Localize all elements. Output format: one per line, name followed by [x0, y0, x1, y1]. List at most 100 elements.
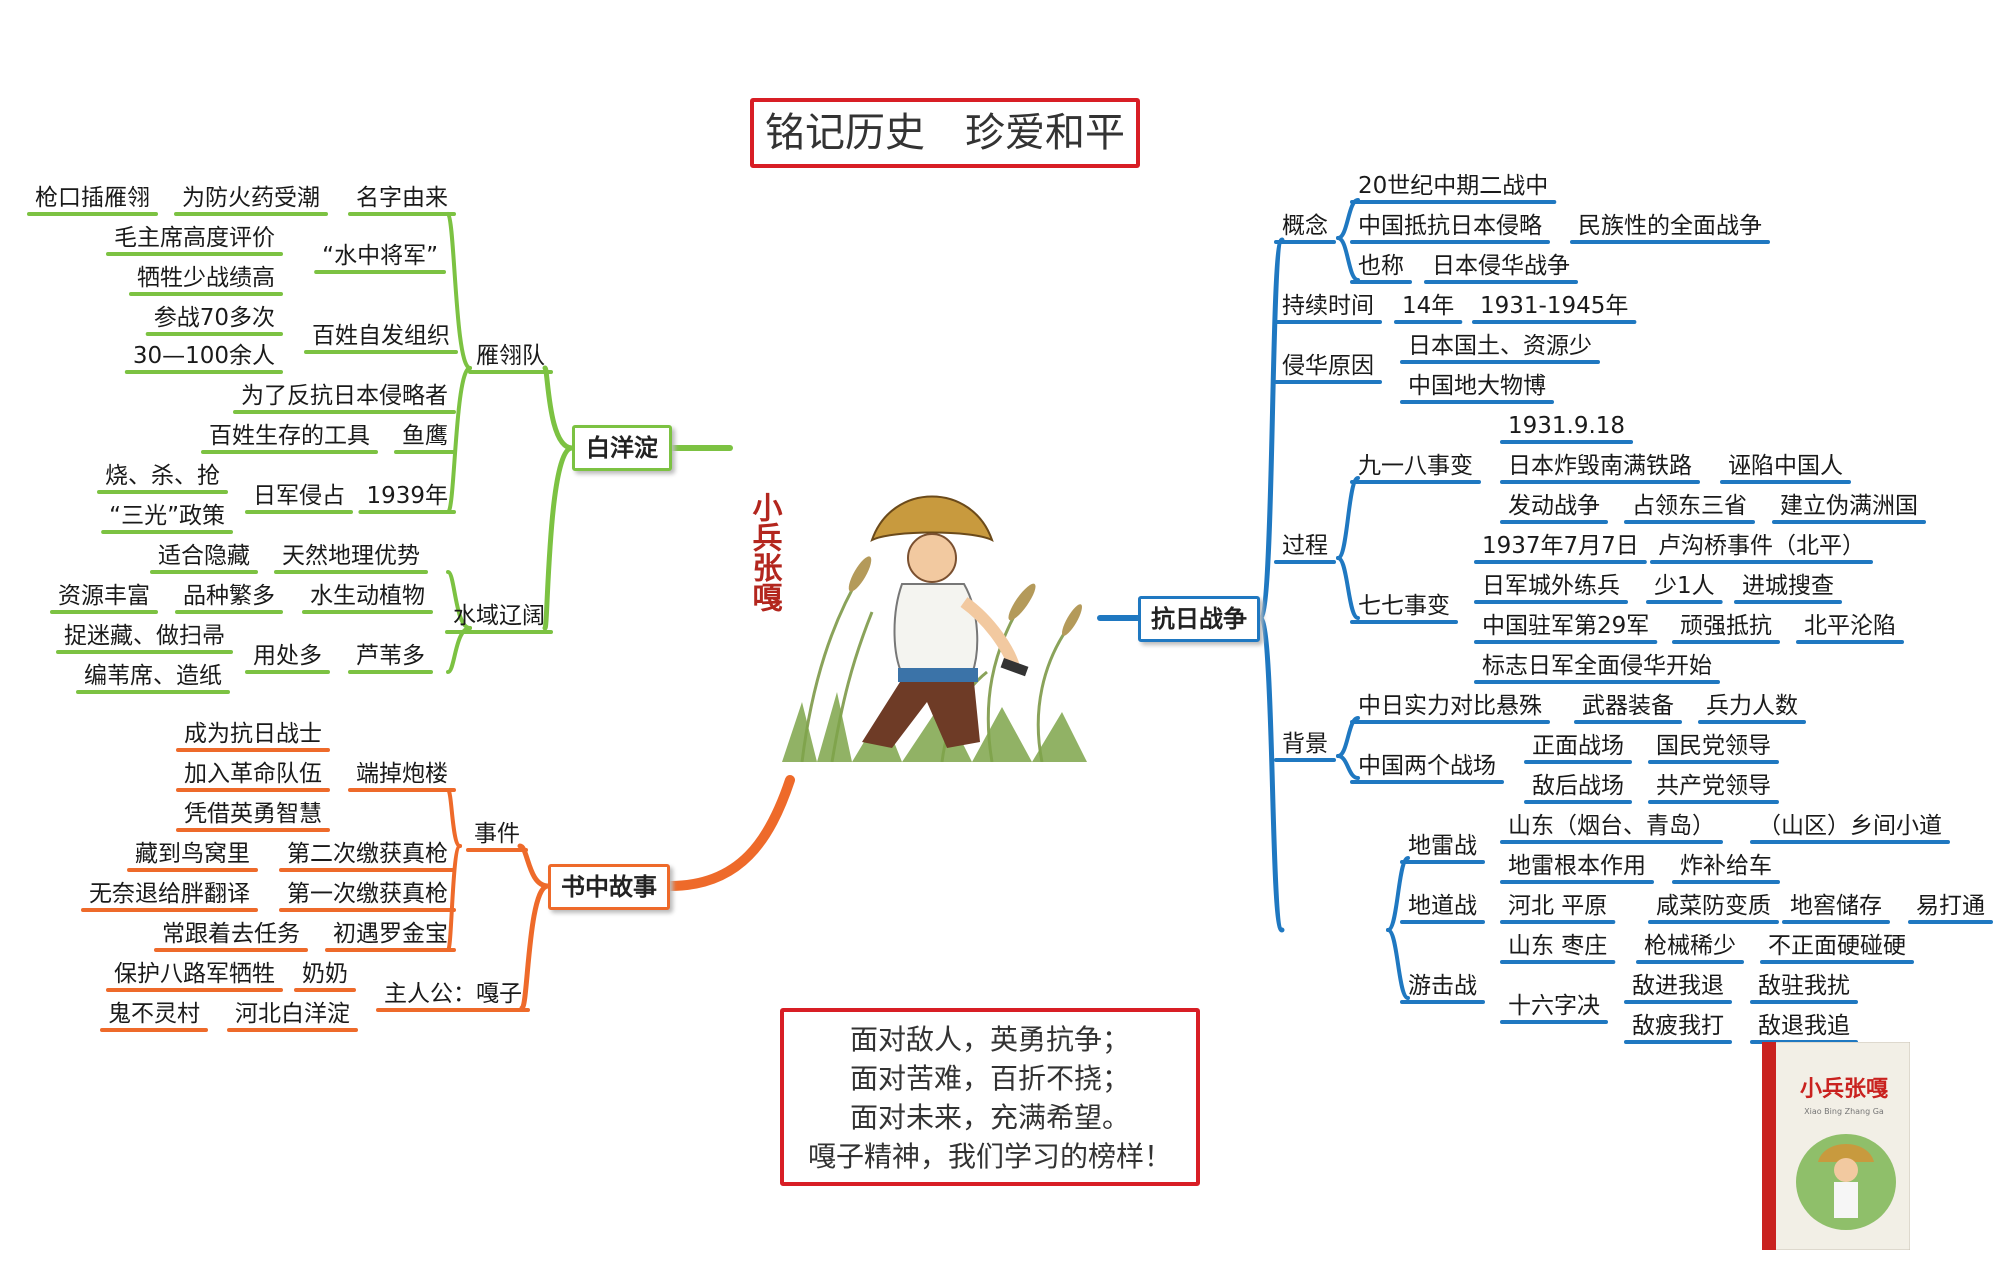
node-guocheng[interactable]: 过程	[1282, 533, 1328, 559]
node-jianli[interactable]: 建立伪满洲国	[1780, 493, 1918, 519]
node-sanguang[interactable]: “三光”政策	[109, 503, 225, 529]
node-chixu[interactable]: 持续时间	[1282, 293, 1374, 319]
node-zhujun[interactable]: 中国驻军第29军	[1482, 613, 1650, 639]
node-wuqi[interactable]: 武器装备	[1582, 693, 1674, 719]
hub-baiyangdian[interactable]: 白洋淀	[572, 425, 672, 471]
node-beiping[interactable]: 北平沦陷	[1804, 613, 1896, 639]
node-youji[interactable]: 游击战	[1408, 973, 1477, 999]
node-qiangxie[interactable]: 枪械稀少	[1644, 933, 1736, 959]
node-yincang[interactable]: 适合隐藏	[158, 543, 250, 569]
node-dilei-zuoyong[interactable]: 地雷根本作用	[1508, 853, 1646, 879]
node-wunai[interactable]: 无奈退给胖翻译	[89, 881, 250, 907]
node-jincheng[interactable]: 进城搜查	[1742, 573, 1834, 599]
node-dizhu[interactable]: 敌驻我扰	[1758, 973, 1850, 999]
node-yecheng[interactable]: 也称	[1358, 253, 1404, 279]
node-guotu[interactable]: 日本国土、资源少	[1408, 333, 1592, 359]
node-dihou[interactable]: 敌后战场	[1532, 773, 1624, 799]
node-gongchandang[interactable]: 共产党领导	[1656, 773, 1771, 799]
node-pingjie[interactable]: 凭借英勇智慧	[184, 801, 322, 827]
node-dilei[interactable]: 地雷战	[1408, 833, 1477, 859]
node-qiangkou[interactable]: 枪口插雁翎	[35, 185, 150, 211]
node-wanqiang[interactable]: 顽强抵抗	[1680, 613, 1772, 639]
node-shiliuzi[interactable]: 十六字决	[1508, 993, 1600, 1019]
node-lugouqiao[interactable]: 卢沟桥事件（北平）	[1658, 533, 1865, 559]
node-renshu[interactable]: 30—100余人	[132, 343, 275, 369]
node-dijin[interactable]: 敌进我退	[1632, 973, 1724, 999]
node-years[interactable]: 1931-1945年	[1480, 293, 1629, 319]
node-bianwei[interactable]: 编苇席、造纸	[84, 663, 222, 689]
node-canzhan[interactable]: 参战70多次	[153, 305, 275, 331]
node-shijian[interactable]: 事件	[474, 821, 520, 847]
node-duandiao[interactable]: 端掉炮楼	[356, 761, 448, 787]
node-yongchu[interactable]: 用处多	[253, 643, 322, 669]
node-shisinian[interactable]: 14年	[1402, 293, 1455, 319]
node-chuyu[interactable]: 初遇罗金宝	[333, 921, 448, 947]
node-yidatong[interactable]: 易打通	[1916, 893, 1985, 919]
node-maozhuxi[interactable]: 毛主席高度评价	[114, 225, 275, 251]
node-nainai[interactable]: 奶奶	[302, 961, 348, 987]
node-minzuxing[interactable]: 民族性的全面战争	[1578, 213, 1762, 239]
node-cangdao[interactable]: 藏到鸟窝里	[135, 841, 250, 867]
node-shuiyu[interactable]: 水域辽阔	[453, 603, 545, 629]
node-biaozhi[interactable]: 标志日军全面侵华开始	[1482, 653, 1712, 679]
node-didao[interactable]: 地道战	[1408, 893, 1477, 919]
node-fanghuo[interactable]: 为防火药受潮	[182, 185, 320, 211]
node-zhahui[interactable]: 日本炸毁南满铁路	[1508, 453, 1692, 479]
node-hebei-pingyuan[interactable]: 河北 平原	[1508, 893, 1608, 919]
node-y1939[interactable]: 1939年	[366, 483, 448, 509]
node-pinzhong[interactable]: 品种繁多	[183, 583, 275, 609]
node-baohu[interactable]: 保护八路军牺牲	[114, 961, 275, 987]
node-zhurengong[interactable]: 主人公：嘎子	[384, 981, 522, 1007]
node-ziyuan[interactable]: 资源丰富	[58, 583, 150, 609]
node-guibuling[interactable]: 鬼不灵村	[108, 1001, 200, 1027]
node-shaoyiren[interactable]: 少1人	[1654, 573, 1715, 599]
node-d1931[interactable]: 1931.9.18	[1508, 413, 1626, 439]
node-shuisheng[interactable]: 水生动植物	[310, 583, 425, 609]
node-dili[interactable]: 天然地理优势	[282, 543, 420, 569]
node-zhanling[interactable]: 占领东三省	[1632, 493, 1747, 519]
node-luwei[interactable]: 芦苇多	[356, 643, 425, 669]
node-zhongguo-dikang[interactable]: 中国抵抗日本侵略	[1358, 213, 1542, 239]
node-fankang[interactable]: 为了反抗日本侵略者	[241, 383, 448, 409]
node-yanlingdui[interactable]: 雁翎队	[476, 343, 545, 369]
node-shandong-yantai[interactable]: 山东（烟台、青岛）	[1508, 813, 1715, 839]
node-changgen[interactable]: 常跟着去任务	[162, 921, 300, 947]
node-jiaru[interactable]: 加入革命队伍	[184, 761, 322, 787]
node-dipi[interactable]: 敌疲我打	[1632, 1013, 1724, 1039]
node-zhuomi[interactable]: 捉迷藏、做扫帚	[64, 623, 225, 649]
node-shili[interactable]: 中日实力对比悬殊	[1358, 693, 1542, 719]
node-qinhua-yuanyin[interactable]: 侵华原因	[1282, 353, 1374, 379]
node-zhabu[interactable]: 炸补给车	[1680, 853, 1772, 879]
node-buzhengmian[interactable]: 不正面硬碰硬	[1768, 933, 1906, 959]
node-beijing[interactable]: 背景	[1282, 731, 1328, 757]
node-xisheng[interactable]: 牺牲少战绩高	[137, 265, 275, 291]
hub-story[interactable]: 书中故事	[548, 864, 670, 910]
node-gongju[interactable]: 百姓生存的工具	[209, 423, 370, 449]
node-yuying[interactable]: 鱼鹰	[402, 423, 448, 449]
node-gainian[interactable]: 概念	[1282, 213, 1328, 239]
node-riqinzhan[interactable]: 日军侵占	[253, 483, 345, 509]
node-hebei[interactable]: 河北白洋淀	[235, 1001, 350, 1027]
node-guomindang[interactable]: 国民党领导	[1656, 733, 1771, 759]
node-dierci[interactable]: 第二次缴获真枪	[287, 841, 448, 867]
node-riben-qinhua[interactable]: 日本侵华战争	[1432, 253, 1570, 279]
node-qiqi[interactable]: 七七事变	[1358, 593, 1450, 619]
node-d1937[interactable]: 1937年7月7日	[1482, 533, 1639, 559]
node-wuxian[interactable]: 诬陷中国人	[1728, 453, 1843, 479]
node-baixing-zifa[interactable]: 百姓自发组织	[312, 323, 450, 349]
node-liangge[interactable]: 中国两个战场	[1358, 753, 1496, 779]
node-shuizhong[interactable]: “水中将军”	[322, 243, 438, 269]
node-mingzi[interactable]: 名字由来	[356, 185, 448, 211]
node-shandong-zaozhuang[interactable]: 山东 枣庄	[1508, 933, 1608, 959]
node-ershiji[interactable]: 20世纪中期二战中	[1358, 173, 1549, 199]
node-shanqu[interactable]: （山区）乡间小道	[1758, 813, 1942, 839]
node-bingli[interactable]: 兵力人数	[1706, 693, 1798, 719]
node-dijiao[interactable]: 地窖储存	[1790, 893, 1882, 919]
hub-war[interactable]: 抗日战争	[1138, 596, 1260, 642]
node-zhengmian[interactable]: 正面战场	[1532, 733, 1624, 759]
node-dida[interactable]: 中国地大物博	[1408, 373, 1546, 399]
node-fadong[interactable]: 发动战争	[1508, 493, 1600, 519]
node-shaosha[interactable]: 烧、杀、抢	[105, 463, 220, 489]
node-chengwai[interactable]: 日军城外练兵	[1482, 573, 1620, 599]
node-chengwei[interactable]: 成为抗日战士	[184, 721, 322, 747]
